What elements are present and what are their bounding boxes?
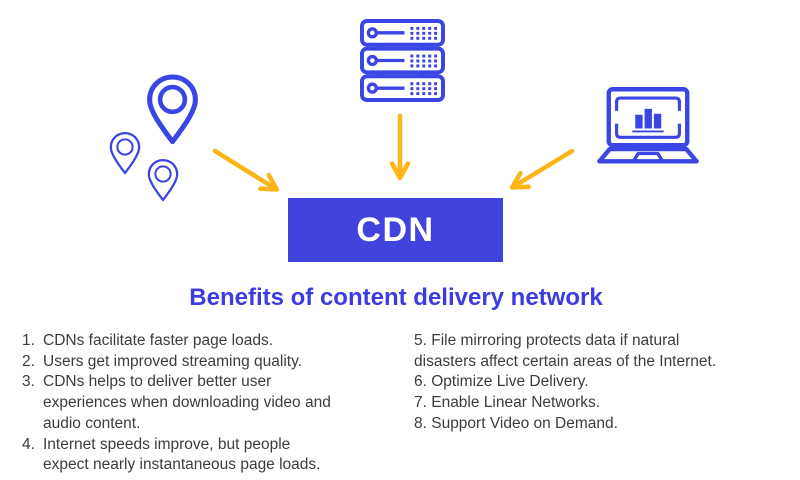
benefits-list-right: 5. File mirroring protects data if natur…	[414, 331, 766, 435]
benefit-item-5: 5. File mirroring protects data if natur…	[414, 332, 717, 370]
laptop-analytics-icon	[597, 87, 699, 164]
map-pin-large-icon	[147, 74, 198, 145]
map-pin-small-icon	[147, 158, 179, 202]
benefit-number: 3.	[22, 373, 35, 391]
benefit-text: Users get improved streaming quality.	[43, 352, 303, 370]
benefits-list-left: 1. CDNs facilitate faster page loads. 2.…	[22, 331, 404, 476]
benefit-text: CDNs helps to deliver better user experi…	[43, 373, 331, 432]
benefit-text: Internet speeds improve, but people expe…	[43, 435, 321, 474]
benefit-number: 1.	[22, 332, 35, 349]
server-unit	[360, 74, 445, 102]
benefit-text: CDNs facilitate faster page loads.	[43, 332, 274, 349]
benefit-number: 2.	[22, 352, 35, 370]
cdn-box: CDN	[288, 198, 503, 262]
benefits-heading: Benefits of content delivery network	[189, 284, 603, 311]
arrow-from-pins-icon	[212, 148, 280, 192]
benefit-item-6: 6. Optimize Live Delivery.	[414, 373, 589, 391]
arrow-from-laptop-icon	[509, 148, 575, 190]
benefit-item-8: 8. Support Video on Demand.	[414, 414, 618, 432]
benefit-item-4: 4. Internet speeds improve, but people e…	[22, 435, 404, 476]
bar-chart-icon	[635, 108, 662, 129]
cdn-label: CDN	[356, 210, 435, 249]
benefit-item-2: 2. Users get improved streaming quality.	[22, 352, 404, 373]
server-rack-icon	[360, 19, 445, 102]
server-unit	[360, 46, 445, 75]
map-pin-small-icon	[109, 131, 141, 175]
benefit-item-7: 7. Enable Linear Networks.	[414, 394, 601, 412]
benefit-item-1: 1. CDNs facilitate faster page loads.	[22, 331, 404, 352]
benefit-number: 4.	[22, 435, 35, 453]
server-unit	[360, 19, 445, 47]
benefit-item-3: 3. CDNs helps to deliver better user exp…	[22, 372, 404, 434]
